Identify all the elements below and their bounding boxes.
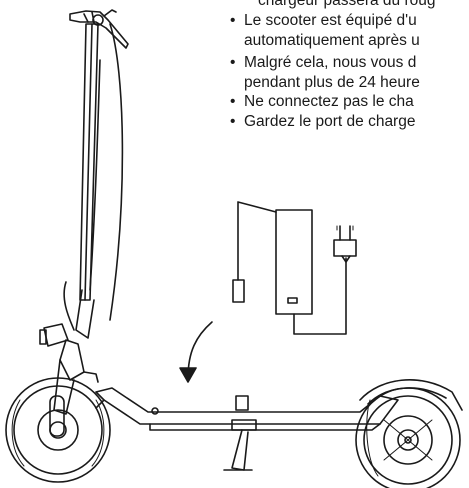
bullet-icon: •	[230, 54, 236, 71]
instruction-line-3: automatiquement après u	[244, 32, 420, 49]
instruction-text-last: •Gardez le port de charge	[0, 112, 469, 136]
fork-headlight-icon	[39, 323, 99, 415]
instruction-line-2: •Le scooter est équipé d'u	[230, 12, 417, 29]
plug-icon	[333, 225, 357, 263]
instruction-line-7: •Gardez le port de charge	[230, 113, 416, 130]
instruction-line-4: •Malgré cela, nous vous d	[230, 54, 417, 71]
bullet-icon: •	[230, 113, 236, 130]
rear-wheel-icon	[355, 379, 463, 488]
instruction-line-5: pendant plus de 24 heure	[244, 74, 420, 91]
bullet-icon: •	[230, 12, 236, 29]
arrow-icon	[179, 321, 213, 383]
instruction-line-1: chargeur passera du roug	[258, 0, 436, 9]
instruction-line-6: •Ne connectez pas le cha	[230, 93, 414, 110]
deck-icon	[95, 387, 399, 471]
charger-icon	[232, 201, 347, 335]
instruction-text: chargeur passera du roug •Le scooter est…	[0, 0, 469, 120]
front-wheel-icon	[5, 377, 111, 483]
steering-stem-icon	[63, 23, 124, 339]
bullet-icon: •	[230, 93, 236, 110]
